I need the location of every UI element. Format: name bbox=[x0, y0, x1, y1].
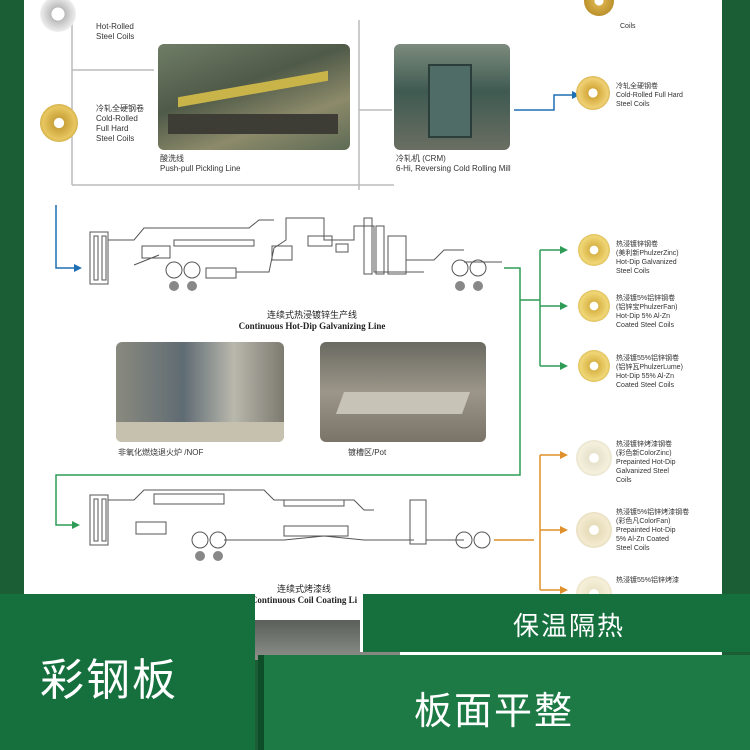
banner-insulation-text: 保温隔热 bbox=[513, 606, 625, 643]
al-zn-55-coil-icon bbox=[578, 350, 610, 382]
arrow-head bbox=[560, 451, 568, 459]
cold-rolled-label: 冷轧全硬钢卷 Cold-Rolled Full Hard Steel Coils bbox=[96, 104, 144, 144]
product-color-2: 热浸镀5%铝锌烤漆钢卷(彩色凡ColorFan) Prepainted Hot-… bbox=[616, 508, 689, 553]
pot-photo bbox=[320, 342, 486, 442]
galv-coils bbox=[169, 281, 483, 291]
arrow-head bbox=[560, 246, 568, 254]
prepainted-al-zn-coil-icon bbox=[576, 512, 612, 548]
arrow-head bbox=[560, 362, 568, 370]
banner-insulation: 保温隔热 bbox=[360, 594, 750, 652]
cold-full-hard-coil-icon bbox=[576, 76, 610, 110]
arrow-crm-to-coil bbox=[514, 95, 572, 110]
pot-caption: 镀槽区/Pot bbox=[348, 448, 386, 458]
nof-caption: 非氧化燃烧退火炉 /NOF bbox=[118, 448, 203, 458]
top-right-snippet: Coils bbox=[620, 22, 636, 31]
banner-color-steel: 彩钢板 bbox=[0, 594, 255, 750]
hot-rolled-label: Hot-Rolled Steel Coils bbox=[96, 22, 134, 42]
arrow-galv-products bbox=[520, 250, 560, 366]
process-diagram: Hot-Rolled Steel Coils 冷轧全硬钢卷 Cold-Rolle… bbox=[24, 0, 722, 660]
crm-photo bbox=[394, 44, 510, 150]
product-galv-1: 热浸镀锌钢卷(美利新PhulzerZinc) Hot-Dip Galvanize… bbox=[616, 240, 679, 276]
cold-rolled-coil-icon bbox=[40, 104, 78, 142]
arrow-head bbox=[560, 526, 568, 534]
arrow-head bbox=[560, 302, 568, 310]
galvanized-coil-icon bbox=[578, 234, 610, 266]
product-galv-3: 热浸镀55%铝锌钢卷(铝锌瓦PhulzerLume) Hot-Dip 55% A… bbox=[616, 354, 683, 390]
arrow-head bbox=[560, 586, 568, 594]
product-galv-2: 热浸镀5%铝锌钢卷(铝锌宝PhulzerFan) Hot-Dip 5% Al-Z… bbox=[616, 294, 677, 330]
product-color-1: 热浸镀锌烤漆钢卷(彩色新ColorZinc) Prepainted Hot-Di… bbox=[616, 440, 676, 485]
arrow-head bbox=[74, 264, 82, 272]
banner-color-steel-text: 彩钢板 bbox=[40, 644, 178, 708]
coat-coils bbox=[195, 551, 223, 561]
arrow-into-galv bbox=[56, 205, 74, 268]
crm-caption: 冷轧机 (CRM) 6-Hi, Reversing Cold Rolling M… bbox=[396, 154, 511, 174]
pickling-caption: 酸洗线 Push-pull Pickling Line bbox=[160, 154, 241, 174]
banner-flat-surface-text: 板面平整 bbox=[414, 680, 574, 735]
coat-line-schematic bbox=[90, 490, 490, 548]
arrow-head bbox=[72, 521, 80, 529]
prepainted-coil-icon bbox=[576, 440, 612, 476]
pickling-line-photo bbox=[158, 44, 350, 150]
galv-line-caption: 连续式热浸镀锌生产线 Continuous Hot-Dip Galvanizin… bbox=[202, 308, 422, 331]
banner-flat-surface: 板面平整 bbox=[258, 655, 750, 750]
nof-photo bbox=[116, 342, 284, 442]
galv-line-schematic bbox=[90, 218, 502, 284]
product-color-3: 热浸镀55%铝锌烤漆 bbox=[616, 576, 679, 585]
al-zn-5-coil-icon bbox=[578, 290, 610, 322]
cold-full-hard-label: 冷轧全硬钢卷 Cold-Rolled Full Hard Steel Coils bbox=[616, 82, 683, 109]
